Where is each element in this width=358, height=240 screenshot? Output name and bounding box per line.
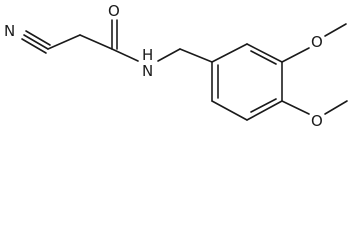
amide-nitrogen-label: N <box>142 62 153 80</box>
ring-methoxy-top-bond <box>281 47 310 63</box>
benzyl-ring-bond <box>179 48 213 63</box>
carbonyl-double-bond <box>111 19 118 50</box>
carbonyl-amide-bond <box>111 48 139 62</box>
nitrile-nitrogen-label: N <box>4 22 15 40</box>
ring-methoxy-bottom-bond <box>281 100 310 115</box>
amide-benzyl-bond <box>157 48 181 62</box>
benzene-ring <box>211 43 283 121</box>
nitrile-triple-bond <box>21 30 51 54</box>
amide-hydrogen-label: H <box>142 46 153 64</box>
methoxy-top-methyl-bond <box>324 23 347 37</box>
methoxy-top-oxygen-label: O <box>311 33 323 51</box>
carbonyl-oxygen-label: O <box>108 2 120 20</box>
cyano-methylene-bond <box>47 34 81 50</box>
methylene-carbonyl-bond <box>79 34 113 50</box>
methoxy-bottom-methyl-bond <box>324 100 348 115</box>
chemical-structure-diagram: N O H N O O <box>4 2 348 130</box>
methoxy-bottom-oxygen-label: O <box>311 112 323 130</box>
